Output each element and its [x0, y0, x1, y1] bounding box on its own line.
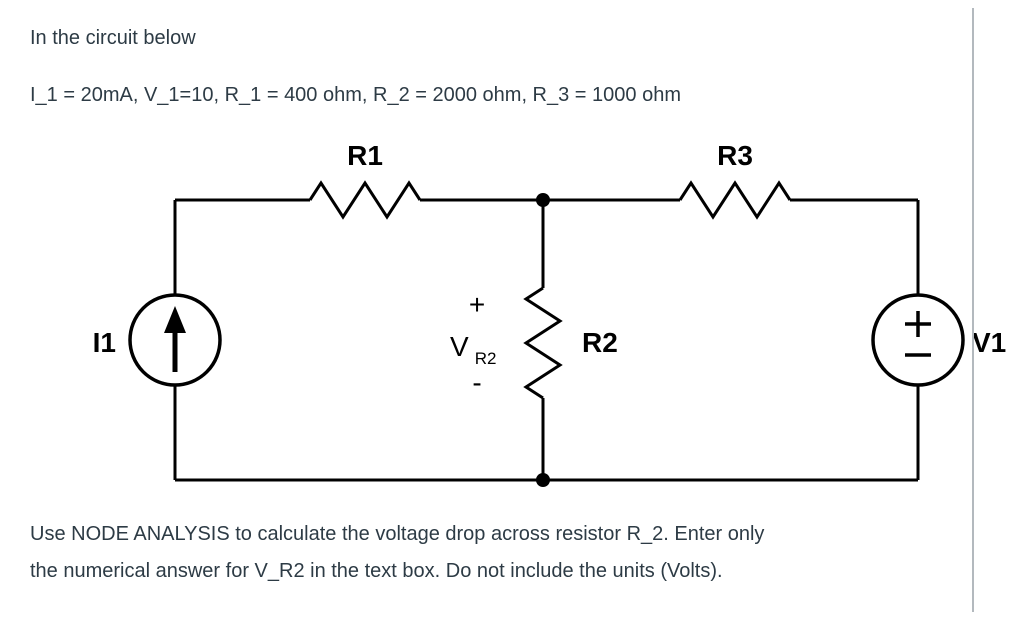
- resistor-r2-symbol: [523, 286, 563, 400]
- resistor-r1-symbol: [308, 180, 422, 220]
- instructions-line-2: the numerical answer for V_R2 in the tex…: [30, 560, 723, 582]
- up-arrow-icon: [164, 306, 186, 372]
- question-instructions: Use NODE ANALYSIS to calculate the volta…: [30, 516, 960, 590]
- node-dot-top: [536, 193, 550, 207]
- r2-label: R2: [582, 327, 618, 358]
- r3-label: R3: [717, 140, 753, 171]
- v1-label: V1: [972, 327, 1006, 358]
- r1-label: R1: [347, 140, 383, 171]
- circuit-diagram: R1 R3 I1 V1 R2 + V R2 -: [93, 140, 1006, 487]
- vr2-voltage-symbol: V: [450, 331, 469, 362]
- content-divider: [972, 8, 974, 612]
- voltage-source-symbol: [871, 293, 965, 387]
- current-source-symbol: [128, 293, 222, 387]
- question-intro: In the circuit below: [30, 27, 196, 49]
- circuit-wires: [173, 198, 920, 482]
- vr2-plus-label: +: [469, 289, 485, 320]
- plus-icon: [905, 311, 931, 337]
- given-values-line: I_1 = 20mA, V_1=10, R_1 = 400 ohm, R_2 =…: [30, 84, 681, 106]
- instructions-line-1: Use NODE ANALYSIS to calculate the volta…: [30, 523, 765, 545]
- node-dot-bottom: [536, 473, 550, 487]
- vr2-voltage-subscript: R2: [475, 349, 497, 368]
- resistor-r3-symbol: [678, 180, 792, 220]
- vr2-minus-label: -: [472, 367, 481, 398]
- i1-label: I1: [93, 327, 116, 358]
- vr2-voltage-label: V R2: [450, 331, 496, 368]
